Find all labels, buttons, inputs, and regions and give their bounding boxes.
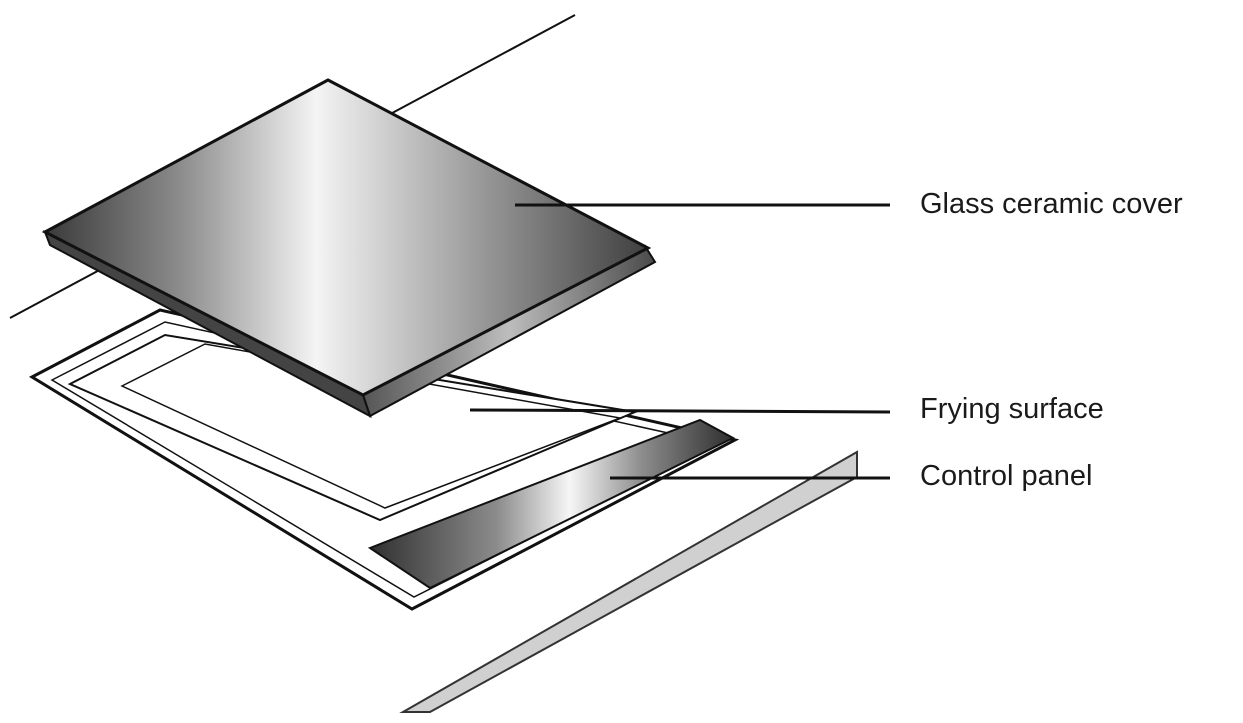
control-panel-label: Control panel [920, 460, 1093, 492]
frying-surface-label: Frying surface [920, 393, 1104, 425]
glass-cover-label: Glass ceramic cover [920, 188, 1183, 220]
frying-surface-leader-line [469, 408, 891, 414]
control-panel [367, 418, 736, 590]
glass-cover [41, 78, 652, 397]
frying-surface-inner-rim [120, 343, 623, 509]
